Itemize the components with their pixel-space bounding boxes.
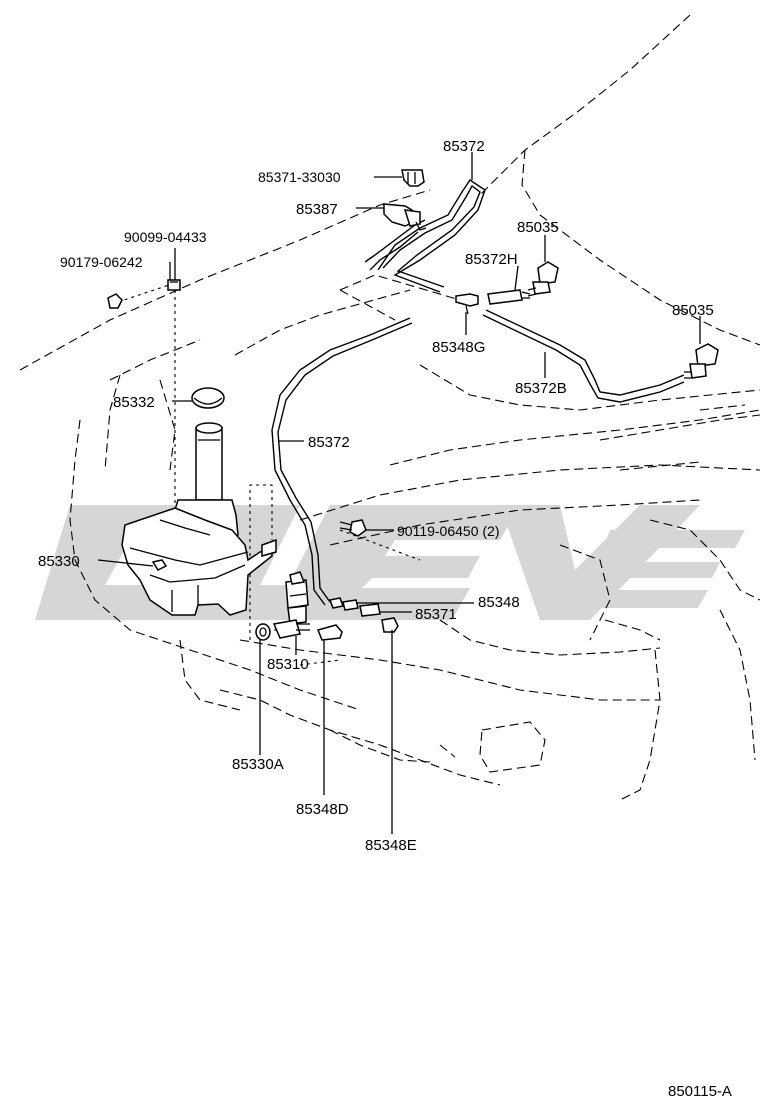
bolt-90119-06450 [339, 519, 367, 537]
connector-85387 [383, 203, 427, 231]
label-85371-33030: 85371-33030 [258, 169, 341, 185]
cap-85332 [191, 387, 225, 409]
label-85330A: 85330A [232, 756, 284, 773]
hose-85372B [482, 309, 685, 403]
label-85348G: 85348G [432, 339, 485, 356]
reservoir-85330 [121, 422, 277, 616]
labels: 85372 85371-33030 85387 90099-04433 9017… [38, 138, 732, 1100]
label-85348: 85348 [478, 594, 520, 611]
label-85348E: 85348E [365, 837, 417, 854]
label-85372-mid: 85372 [308, 434, 350, 451]
label-90119-06450: 90119-06450 (2) [397, 523, 499, 539]
vehicle-outline [19, 14, 760, 801]
grommet-85330A [255, 623, 271, 641]
pump-85310 [272, 571, 310, 639]
label-85035-upper: 85035 [517, 219, 559, 236]
nut-90179-06242 [107, 293, 123, 309]
label-90179-06242: 90179-06242 [60, 254, 143, 270]
leader-lines [97, 152, 701, 834]
label-85035-lower: 85035 [672, 302, 714, 319]
hose-85372-main [271, 317, 413, 606]
label-90099-04433: 90099-04433 [124, 229, 207, 245]
hose-85372-upper [364, 179, 486, 293]
label-85387: 85387 [296, 201, 338, 218]
fitting-85348E [381, 617, 399, 633]
nozzle-85035-upper [527, 261, 559, 297]
tjoint-85348G [455, 293, 479, 315]
diagram-id: 850115-A [668, 1083, 732, 1100]
label-85310: 85310 [267, 656, 309, 673]
label-85372-top: 85372 [443, 138, 485, 155]
hose-85372H [487, 289, 531, 305]
bolt-90099-04433 [167, 279, 181, 291]
hose-85348D [316, 624, 343, 641]
label-85372H: 85372H [465, 251, 518, 268]
label-85371: 85371 [415, 606, 457, 623]
clip-85371-33030 [401, 169, 425, 187]
nozzle-85035-lower [684, 343, 719, 379]
label-85372B: 85372B [515, 380, 567, 397]
label-85330: 85330 [38, 553, 80, 570]
label-85348D: 85348D [296, 801, 349, 818]
valve-85348 [328, 597, 381, 617]
label-85332: 85332 [113, 394, 155, 411]
